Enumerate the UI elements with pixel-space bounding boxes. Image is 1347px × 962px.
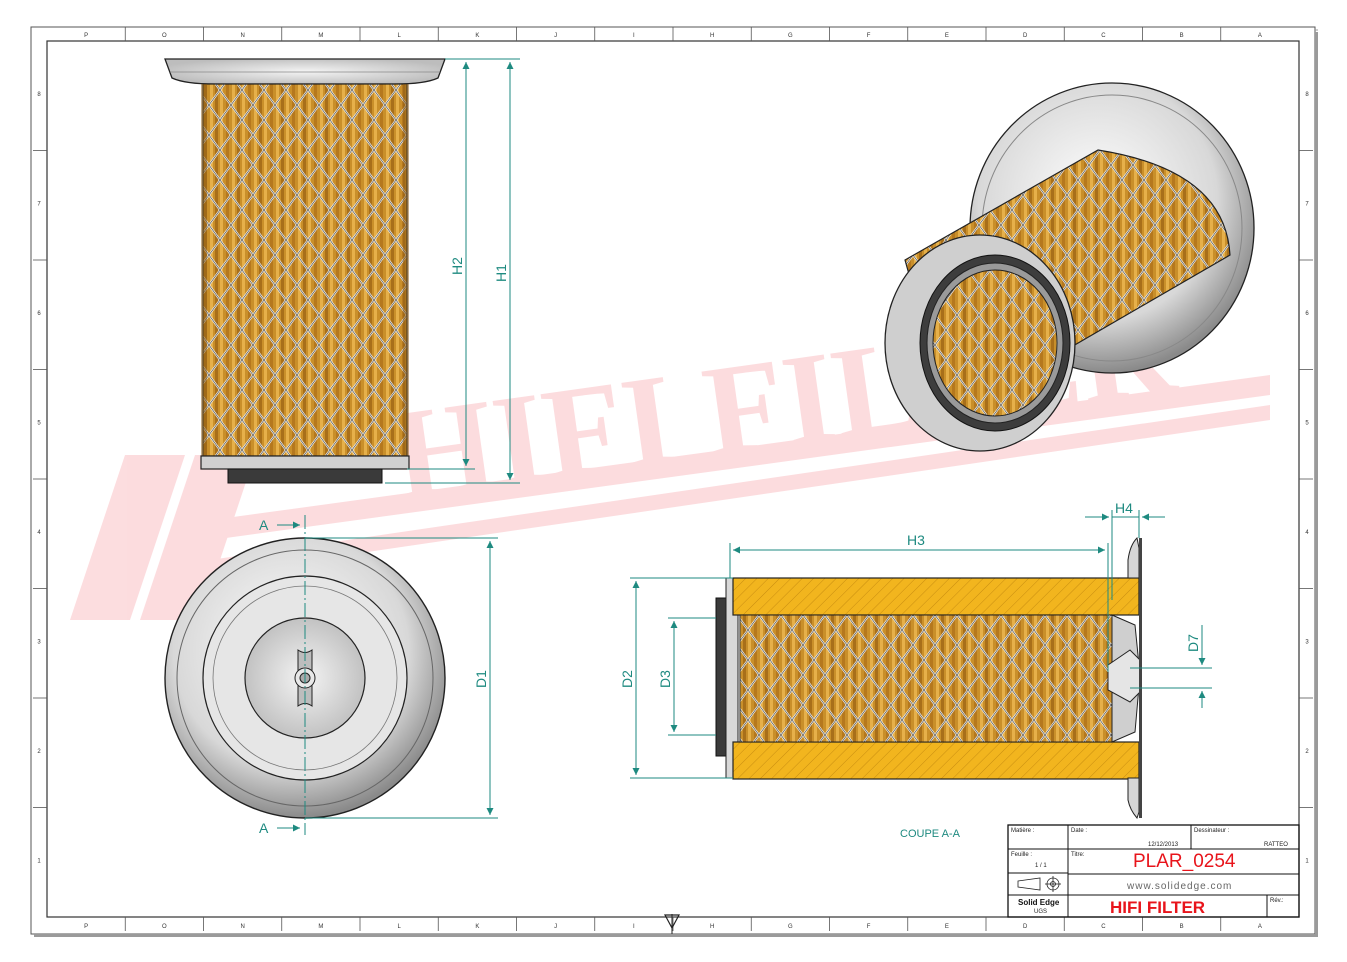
frame-bottom-letter: I xyxy=(633,924,635,930)
tb-software-sub: UGS xyxy=(1034,909,1047,915)
frame-top-letter: A xyxy=(1258,33,1262,39)
frame-right-number: 5 xyxy=(1305,420,1309,426)
frame-bottom-letter: F xyxy=(867,924,871,930)
frame-top-letter: M xyxy=(318,33,323,39)
frame-left-number: 7 xyxy=(37,201,41,207)
top-view-dimensions xyxy=(277,515,498,835)
frame-top-letter: L xyxy=(397,33,401,39)
frame-right-number: 2 xyxy=(1305,749,1309,755)
dim-d1: D1 xyxy=(473,670,489,688)
frame-bottom-letter: O xyxy=(162,924,167,930)
dim-h2: H2 xyxy=(449,257,465,275)
title-block xyxy=(1007,824,1300,918)
frame-right-number: 3 xyxy=(1305,639,1309,645)
frame-right-number: 6 xyxy=(1305,311,1309,317)
tb-feuille-label: Feuille : xyxy=(1011,852,1032,858)
projection-symbol-icon xyxy=(1017,876,1061,892)
tb-feuille-value: 1 / 1 xyxy=(1035,863,1047,869)
front-view-dimensions xyxy=(385,58,520,484)
frame-left-number: 6 xyxy=(37,311,41,317)
frame-top-letter: E xyxy=(945,33,949,39)
frame-top-letter: C xyxy=(1101,33,1106,39)
frame-bottom-letter: J xyxy=(554,924,557,930)
section-marker-a-bottom: A xyxy=(259,820,269,836)
dim-d7: D7 xyxy=(1185,634,1201,652)
frame-bottom-letter: D xyxy=(1023,924,1028,930)
frame-top-letter: D xyxy=(1023,33,1028,39)
frame-bottom-letter: N xyxy=(240,924,244,930)
dim-d2: D2 xyxy=(619,670,635,688)
front-view xyxy=(164,58,446,484)
tb-rev-label: Rév.: xyxy=(1270,898,1284,904)
tb-company: HIFI FILTER xyxy=(1110,898,1205,917)
frame-bottom-letter: G xyxy=(788,924,793,930)
frame-right-numbers: 8 7 6 5 4 3 2 1 xyxy=(1305,92,1309,865)
section-marker-a-top: A xyxy=(259,517,269,533)
frame-right-number: 7 xyxy=(1305,201,1309,207)
frame-bottom-letter: K xyxy=(475,924,479,930)
frame-right-number: 4 xyxy=(1305,530,1309,536)
frame-left-numbers: 8 7 6 5 4 3 2 1 xyxy=(37,92,41,865)
frame-left-number: 8 xyxy=(37,92,41,98)
dim-h3: H3 xyxy=(907,532,925,548)
frame-bottom-letter: A xyxy=(1258,924,1262,930)
tb-date-value: 12/12/2013 xyxy=(1148,842,1179,848)
frame-bottom-letter: B xyxy=(1180,924,1184,930)
dim-h4: H4 xyxy=(1115,500,1133,516)
frame-top-letter: N xyxy=(240,33,244,39)
frame-bottom-letter: P xyxy=(84,924,88,930)
tb-titre-label: Titre: xyxy=(1071,852,1085,858)
frame-top-letter: I xyxy=(633,33,635,39)
frame-left-number: 1 xyxy=(37,858,41,864)
tb-dessinateur-value: RATTEO xyxy=(1264,842,1288,848)
frame-right-number: 1 xyxy=(1305,858,1309,864)
frame-top-letter: H xyxy=(710,33,714,39)
frame-top-letter: O xyxy=(162,33,167,39)
frame-top-letter: F xyxy=(867,33,871,39)
isometric-view xyxy=(884,82,1255,452)
frame-bottom-letter: L xyxy=(397,924,401,930)
frame-bottom-letter: C xyxy=(1101,924,1106,930)
frame-bottom-letter: M xyxy=(318,924,323,930)
frame-right-number: 8 xyxy=(1305,92,1309,98)
tb-date-label: Date : xyxy=(1071,828,1087,834)
dim-h1: H1 xyxy=(493,264,509,282)
frame-left-number: 3 xyxy=(37,639,41,645)
section-view-a-a xyxy=(715,536,1142,819)
tb-dessinateur-label: Dessinateur : xyxy=(1194,828,1230,834)
frame-left-number: 2 xyxy=(37,749,41,755)
frame-bottom-letter: H xyxy=(710,924,714,930)
filter-media-front xyxy=(202,83,408,457)
frame-top-letter: P xyxy=(84,33,88,39)
tb-title-value: PLAR_0254 xyxy=(1133,851,1236,872)
frame-grid-ticks xyxy=(33,27,1313,931)
frame-left-number: 4 xyxy=(37,530,41,536)
tb-software: Solid Edge xyxy=(1018,898,1060,907)
dim-d3: D3 xyxy=(657,670,673,688)
frame-top-letter: B xyxy=(1180,33,1184,39)
frame-left-number: 5 xyxy=(37,420,41,426)
frame-bottom-letter: E xyxy=(945,924,949,930)
filter-media-section xyxy=(739,614,1113,743)
section-view-dimensions xyxy=(630,510,1212,779)
section-label: COUPE A-A xyxy=(900,828,961,840)
frame-top-letter: G xyxy=(788,33,793,39)
tb-matiere-label: Matière : xyxy=(1011,828,1035,834)
tb-website: www.solidedge.com xyxy=(1126,881,1232,892)
frame-top-letter: K xyxy=(475,33,479,39)
frame-top-letter: J xyxy=(554,33,557,39)
